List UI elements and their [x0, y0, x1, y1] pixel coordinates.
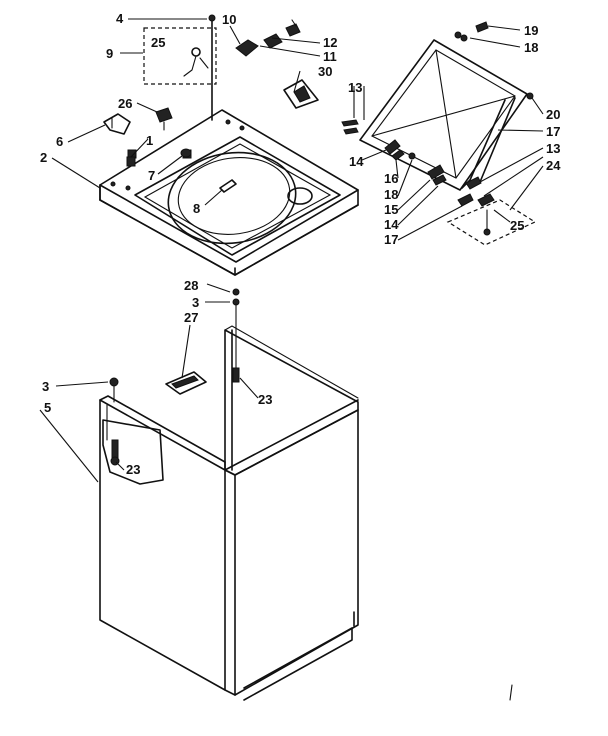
hinge-part-6 — [103, 113, 131, 135]
screw-part-3-left — [109, 377, 119, 403]
callout-18: 18 — [384, 187, 398, 202]
cabinet — [99, 325, 359, 701]
lid-hinge-hardware — [384, 139, 482, 207]
bracket-part-27 — [165, 371, 207, 395]
detail-box-9 — [143, 27, 217, 85]
callout-27: 27 — [184, 310, 198, 325]
callout-24: 24 — [546, 158, 561, 173]
leader-lines — [39, 18, 544, 483]
callout-6: 6 — [56, 134, 63, 149]
callout-1: 1 — [146, 133, 153, 148]
callout-5: 5 — [44, 400, 51, 415]
switch-parts-10-11-12 — [235, 19, 301, 57]
callout-8: 8 — [193, 201, 200, 216]
bleach-funnel-part-30 — [283, 79, 319, 109]
callout-15: 15 — [384, 202, 398, 217]
callout-14-left: 14 — [349, 154, 364, 169]
callout-22: 20 — [546, 107, 560, 122]
screw-parts-20-21 — [460, 21, 489, 42]
callout-29: 25 — [151, 35, 165, 50]
callout-12: 12 — [323, 35, 337, 50]
callout-17: 17 — [384, 232, 398, 247]
callout-7: 7 — [148, 168, 155, 183]
callout-23-mid: 23 — [258, 392, 272, 407]
callout-9: 9 — [106, 46, 113, 61]
grommet-part-7 — [180, 148, 192, 158]
callout-3-left: 3 — [42, 379, 49, 394]
callout-20: 18 — [524, 40, 538, 55]
top-panel — [99, 109, 359, 276]
screw-part-1 — [126, 156, 136, 167]
callout-30: 30 — [318, 64, 332, 79]
callout-11: 11 — [323, 49, 337, 64]
callout-3-mid: 3 — [192, 295, 199, 310]
detail-box-25 — [446, 193, 537, 246]
screw-part-28 — [232, 288, 240, 383]
callout-2: 2 — [40, 150, 47, 165]
callout-14-right: 14 — [384, 217, 399, 232]
callout-28: 28 — [184, 278, 198, 293]
callout-4: 4 — [116, 11, 124, 26]
callout-21: 19 — [524, 23, 538, 38]
callout-16: 16 — [384, 171, 398, 186]
hinge-screws-left — [341, 119, 359, 135]
callout-26: 26 — [118, 96, 132, 111]
rod-part-4 — [208, 14, 216, 121]
callout-19: 17 — [546, 124, 560, 139]
callout-10: 10 — [222, 12, 236, 27]
callout-25: 25 — [510, 218, 524, 233]
lid-switch-part-8 — [219, 179, 237, 193]
clip-part-26 — [155, 107, 173, 131]
callout-23-left: 23 — [126, 462, 140, 477]
lid — [359, 31, 534, 191]
callout-13-upper: 13 — [348, 80, 362, 95]
callout-13-right: 13 — [546, 141, 560, 156]
callout-labels: 4 10 12 11 25 9 30 13 26 6 1 2 7 14 8 19… — [40, 11, 561, 477]
